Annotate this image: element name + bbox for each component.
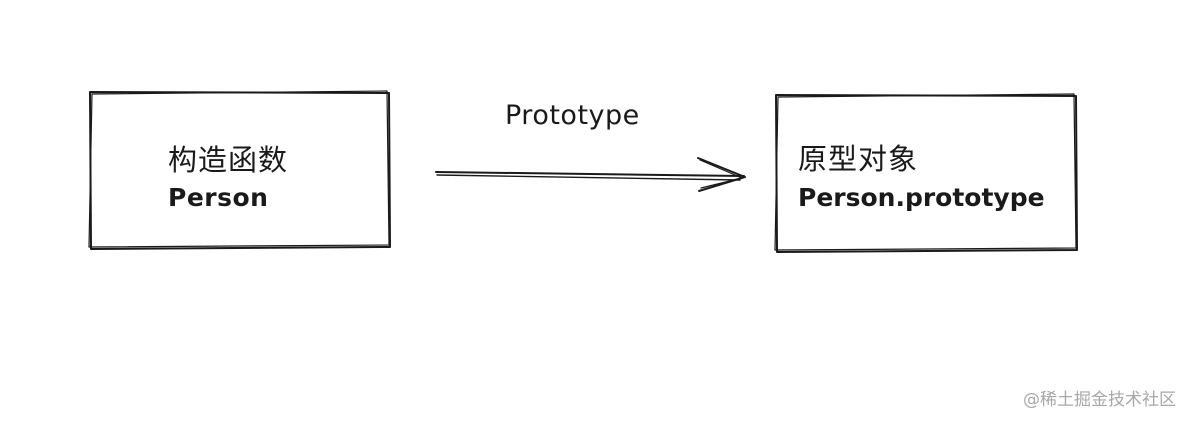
prototype-arrow <box>435 157 746 192</box>
watermark: @稀土掘金技术社区 <box>1023 390 1176 410</box>
prototype-object-box <box>774 93 1078 253</box>
constructor-box <box>88 90 391 250</box>
arrow-label: Prototype <box>505 100 640 131</box>
constructor-title: 构造函数 <box>168 143 289 177</box>
constructor-name: Person <box>168 183 269 212</box>
prototype-object-name: Person.prototype <box>798 183 1045 212</box>
prototype-object-title: 原型对象 <box>798 142 919 176</box>
